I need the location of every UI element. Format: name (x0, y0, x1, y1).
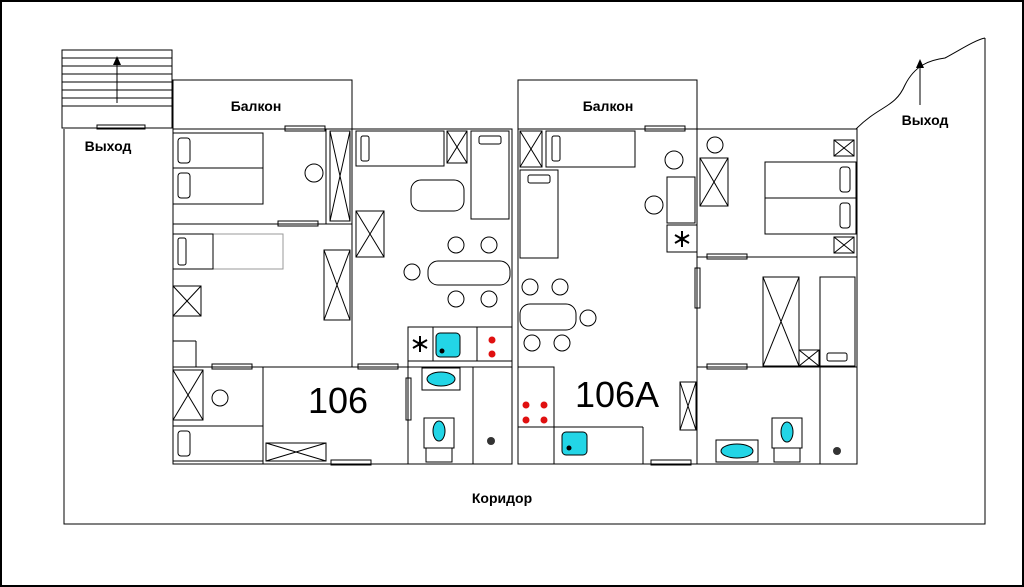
apartment-106a (517, 79, 858, 466)
wardrobe-icon (355, 210, 385, 258)
wardrobe-icon (265, 442, 327, 462)
wardrobe-icon (679, 381, 697, 431)
wardrobe-icon (519, 130, 543, 168)
door-icon (706, 363, 748, 370)
table-icon (519, 303, 577, 331)
sink-icon (423, 417, 455, 463)
fan-icon (412, 336, 428, 352)
bed-icon (764, 197, 857, 235)
chair-icon (551, 278, 569, 296)
door-icon (211, 363, 253, 370)
chair-icon (644, 195, 664, 215)
wardrobe-icon (172, 369, 204, 421)
drain-icon (487, 437, 495, 445)
exit-label-left: Выход (85, 138, 132, 154)
wardrobe-icon (833, 236, 855, 254)
arrow-up-icon (916, 59, 924, 105)
window-icon (284, 125, 326, 132)
bed-icon (172, 167, 264, 205)
wardrobe-icon (833, 139, 855, 157)
chair-icon (521, 278, 539, 296)
wardrobe-icon (798, 349, 820, 367)
door-icon (330, 459, 372, 466)
wardrobe-icon (446, 130, 468, 164)
apartment-number-106: 106 (308, 380, 368, 421)
arrow-up-icon (113, 56, 121, 103)
fan-icon (666, 224, 698, 253)
bed-icon (764, 161, 857, 199)
table-icon (410, 179, 465, 212)
stove-icon (488, 336, 496, 358)
door-icon (650, 459, 692, 466)
bathtub-icon (715, 439, 759, 463)
chair-icon (664, 150, 684, 170)
window-icon (644, 125, 686, 132)
chair-icon (211, 389, 229, 407)
wardrobe-icon (699, 157, 729, 207)
wardrobe-icon (323, 249, 351, 321)
sink-icon (771, 417, 803, 463)
exit-label-right: Выход (902, 112, 949, 128)
door-icon (277, 220, 319, 227)
balcony-label-106a: Балкон (583, 98, 634, 114)
door-icon (706, 253, 748, 260)
chair-icon (403, 263, 421, 281)
bathtub-icon (421, 367, 461, 391)
sink-icon (561, 431, 588, 456)
chair-icon (706, 136, 724, 154)
drain-icon (833, 447, 841, 455)
bed-icon (470, 130, 510, 220)
wardrobe-icon (329, 130, 351, 222)
table-icon (427, 260, 511, 286)
chair-icon (447, 236, 465, 254)
bed-icon (172, 132, 264, 169)
bed-icon (172, 233, 284, 270)
bed-icon (545, 130, 636, 168)
corridor-label: Коридор (472, 490, 532, 506)
kitchen-counter (407, 326, 513, 362)
apartment-number-106a: 106A (575, 374, 659, 415)
table-icon (666, 176, 696, 224)
bed-icon (355, 130, 445, 167)
chair-icon (480, 236, 498, 254)
door-icon (694, 267, 701, 309)
apartment-106 (172, 79, 513, 466)
door-icon (405, 377, 412, 421)
door-icon (357, 363, 399, 370)
bed-icon (172, 425, 264, 462)
chair-icon (553, 334, 571, 352)
chair-icon (579, 309, 597, 327)
sink-icon (435, 332, 461, 358)
corridor-outline (63, 38, 986, 525)
apartment-106a-outline (517, 128, 858, 465)
wardrobe-icon (172, 285, 202, 317)
chair-icon (304, 163, 324, 183)
chair-icon (480, 290, 498, 308)
chair-icon (447, 290, 465, 308)
bed-icon (519, 169, 559, 259)
wardrobe-icon (762, 276, 800, 367)
stove-icon (517, 366, 555, 428)
chair-icon (523, 334, 541, 352)
balcony-label-106: Балкон (231, 98, 282, 114)
bed-icon (819, 276, 856, 367)
